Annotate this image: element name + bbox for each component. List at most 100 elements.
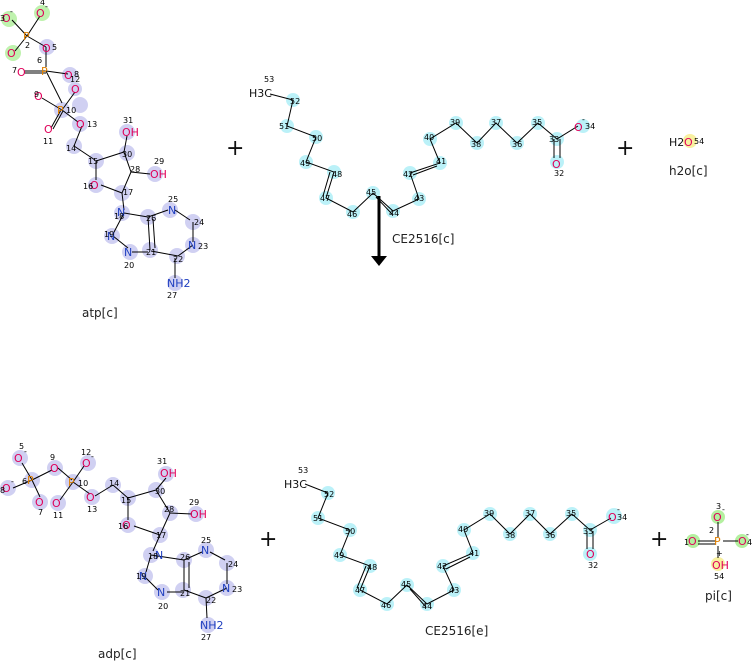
svg-text:5: 5	[52, 43, 57, 52]
plus-sign: +	[616, 136, 634, 161]
svg-text:26: 26	[146, 214, 156, 223]
svg-text:33: 33	[583, 527, 593, 536]
svg-text:53: 53	[298, 466, 308, 475]
svg-text:O: O	[35, 496, 44, 509]
svg-text:53: 53	[264, 75, 274, 84]
svg-text:25: 25	[201, 536, 211, 545]
svg-text:3: 3	[0, 14, 5, 23]
atp-label: atp[c]	[82, 306, 118, 320]
svg-text:43: 43	[449, 586, 459, 595]
svg-text:38: 38	[471, 140, 481, 149]
atp-structure: O- O- O P O P O O O O P O O OH OH O N N …	[0, 0, 208, 300]
svg-text:O: O	[14, 452, 23, 465]
svg-text:25: 25	[168, 195, 178, 204]
svg-text:27: 27	[201, 633, 211, 642]
svg-text:O: O	[50, 462, 59, 475]
svg-text:-: -	[582, 115, 585, 124]
svg-text:32: 32	[588, 561, 598, 570]
svg-text:8: 8	[74, 70, 79, 79]
svg-text:11: 11	[53, 511, 63, 520]
svg-text:O: O	[2, 482, 11, 495]
svg-text:-: -	[722, 505, 725, 514]
svg-text:2: 2	[25, 41, 30, 50]
svg-text:42: 42	[403, 170, 413, 179]
svg-text:O: O	[608, 511, 617, 524]
svg-text:23: 23	[232, 585, 242, 594]
reaction-arrow	[371, 196, 387, 266]
svg-text:-: -	[746, 530, 749, 539]
svg-text:O: O	[738, 535, 747, 548]
adp-structure: O- O- P O O P O- O O OH OH O N N N N N N…	[0, 442, 242, 642]
svg-text:41: 41	[469, 549, 479, 558]
svg-text:20: 20	[158, 602, 168, 611]
svg-text:19: 19	[104, 230, 114, 239]
svg-text:29: 29	[154, 157, 164, 166]
svg-text:52: 52	[324, 490, 334, 499]
svg-text:16: 16	[118, 522, 128, 531]
svg-text:2: 2	[709, 526, 714, 535]
svg-text:-: -	[91, 452, 94, 461]
svg-text:20: 20	[124, 261, 134, 270]
svg-text:23: 23	[198, 242, 208, 251]
svg-text:18: 18	[148, 552, 158, 561]
svg-text:-: -	[45, 2, 48, 11]
ce2516-c-label: CE2516[c]	[392, 232, 454, 246]
svg-text:35: 35	[532, 118, 542, 127]
svg-text:48: 48	[332, 170, 342, 179]
svg-text:50: 50	[312, 134, 322, 143]
svg-text:48: 48	[367, 563, 377, 572]
svg-text:+: +	[716, 549, 723, 558]
svg-text:36: 36	[512, 140, 522, 149]
svg-text:N: N	[222, 582, 230, 595]
svg-text:O: O	[713, 511, 722, 524]
svg-text:3: 3	[716, 502, 721, 511]
svg-text:OH: OH	[190, 508, 207, 521]
svg-text:24: 24	[194, 218, 204, 227]
svg-text:31: 31	[123, 116, 133, 125]
plus-sign: +	[259, 527, 277, 552]
ce2516-e-label: CE2516[e]	[425, 624, 488, 638]
svg-text:O: O	[36, 7, 45, 20]
svg-text:O: O	[71, 83, 80, 96]
h3c-group: H3C	[249, 87, 272, 100]
svg-text:O: O	[688, 535, 697, 548]
svg-text:39: 39	[450, 118, 460, 127]
svg-text:49: 49	[334, 551, 344, 560]
svg-text:31: 31	[157, 457, 167, 466]
svg-text:14: 14	[66, 144, 76, 153]
svg-text:N: N	[117, 206, 125, 219]
svg-text:17: 17	[123, 188, 133, 197]
svg-text:28: 28	[130, 165, 140, 174]
svg-text:OH: OH	[160, 467, 177, 480]
svg-text:N: N	[201, 544, 209, 557]
svg-text:6: 6	[22, 477, 27, 486]
svg-text:15: 15	[88, 157, 98, 166]
svg-text:P: P	[27, 474, 34, 487]
svg-text:H2: H2	[669, 136, 684, 149]
plus-sign: +	[650, 527, 668, 552]
svg-text:47: 47	[320, 194, 330, 203]
h2o-label: h2o[c]	[669, 164, 708, 178]
svg-text:13: 13	[87, 120, 97, 129]
svg-text:N: N	[155, 549, 163, 562]
svg-text:18: 18	[114, 212, 124, 221]
svg-text:O: O	[2, 12, 11, 25]
svg-text:N: N	[168, 204, 176, 217]
svg-text:37: 37	[525, 509, 535, 518]
svg-text:O: O	[552, 158, 561, 171]
svg-text:17: 17	[156, 531, 166, 540]
svg-text:P: P	[714, 535, 721, 548]
svg-text:OH: OH	[712, 559, 729, 572]
svg-text:44: 44	[389, 209, 399, 218]
svg-text:O: O	[34, 90, 43, 103]
svg-text:54: 54	[714, 572, 724, 581]
svg-text:44: 44	[422, 602, 432, 611]
svg-text:46: 46	[381, 601, 391, 610]
svg-text:10: 10	[66, 106, 76, 115]
svg-text:N: N	[139, 570, 147, 583]
svg-text:10: 10	[78, 479, 88, 488]
svg-text:N: N	[107, 230, 115, 243]
svg-text:O: O	[64, 69, 73, 82]
svg-text:12: 12	[81, 448, 91, 457]
